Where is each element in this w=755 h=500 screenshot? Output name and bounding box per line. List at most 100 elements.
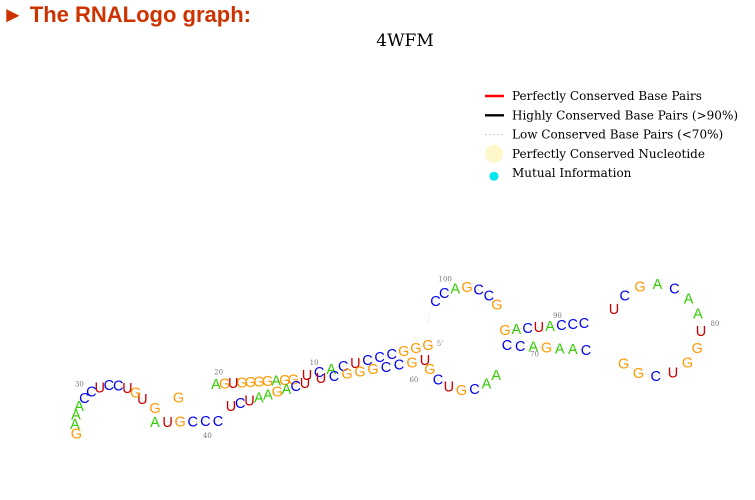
nucleotide-36: A — [150, 415, 160, 431]
backbone-link — [488, 295, 498, 305]
backbone-link — [527, 326, 539, 329]
nucleotide-34: A — [70, 417, 80, 433]
nucleotide-101: C — [439, 286, 449, 302]
nucleotide-37: U — [162, 415, 172, 431]
backbone-link — [533, 346, 547, 348]
position-number: 60 — [409, 376, 418, 384]
backbone-link — [267, 380, 277, 382]
nucleotide-76: C — [651, 369, 661, 385]
nucleotide-52: C — [329, 369, 339, 385]
backbone-link — [359, 368, 374, 372]
backbone-link — [572, 348, 587, 351]
position-number: 5' — [437, 340, 443, 348]
backbone-link — [435, 292, 445, 302]
backbone-link — [258, 380, 268, 382]
backbone-link — [215, 383, 225, 385]
backbone-link — [355, 359, 368, 364]
backbone-link — [546, 347, 560, 349]
nucleotide-102: C — [430, 294, 440, 310]
nucleotide-42: U — [226, 399, 236, 415]
nucleotide-69: A — [528, 340, 538, 356]
backbone-link — [444, 288, 456, 294]
backbone-link — [320, 375, 335, 379]
nucleotide-38: G — [175, 415, 186, 431]
nucleotide-28: C — [104, 378, 114, 394]
position-number: 10 — [310, 359, 319, 367]
backbone-link — [429, 300, 436, 312]
nucleotide-94: A — [511, 322, 521, 338]
nucleotide-59: U — [420, 353, 430, 369]
nucleotide-63: G — [456, 383, 467, 399]
nucleotide-3: G — [398, 344, 409, 360]
backbone-link — [403, 347, 416, 352]
nucleotide-19: U — [228, 376, 238, 392]
backbone-link — [343, 362, 356, 367]
nucleotide-51: U — [316, 371, 326, 387]
backbone-link — [398, 361, 413, 365]
nucleotide-20: G — [219, 377, 230, 393]
nucleotide-8: C — [338, 359, 348, 375]
legend-label: Low Conserved Base Pairs (<70%) — [512, 128, 723, 142]
nucleotide-58: G — [406, 355, 417, 371]
backbone-link — [379, 353, 392, 358]
backbone — [74, 283, 702, 434]
nucleotide-91: A — [545, 319, 555, 335]
backbone-link — [448, 386, 462, 391]
nucleotide-23: G — [149, 401, 160, 417]
nucleotide-5: C — [374, 350, 384, 366]
legend-item: Perfectly Conserved Base Pairs — [485, 89, 702, 103]
nucleotide-29: U — [95, 380, 105, 396]
position-number: 30 — [75, 381, 84, 389]
nucleotide-32: A — [74, 399, 84, 415]
position-number: 80 — [711, 320, 720, 328]
position-number: 40 — [203, 432, 212, 440]
nucleotide-21: A — [211, 377, 221, 393]
nucleotide-72: A — [568, 342, 578, 358]
nucleotide-41: C — [213, 414, 223, 430]
backbone-link — [572, 322, 585, 325]
backbone-link — [224, 382, 234, 384]
nucleotide-95: G — [499, 323, 510, 339]
nucleotide-55: G — [367, 362, 378, 378]
nucleotide-22: G — [173, 391, 184, 407]
backbone-link — [561, 323, 573, 326]
backbone-link — [217, 405, 232, 422]
nucleotide-96: G — [491, 297, 502, 313]
nucleotide-64: C — [469, 382, 479, 398]
backbone-link — [385, 364, 400, 368]
nucleotide-47: G — [272, 385, 283, 401]
nucleotide-40: C — [200, 414, 210, 430]
legend-label: Mutual Information — [512, 166, 632, 180]
nucleotide-93: C — [522, 321, 532, 337]
backbone-link — [478, 289, 490, 296]
nucleotide-88: C — [579, 316, 589, 332]
backbone-link — [142, 398, 156, 409]
nucleotide-82: A — [684, 292, 694, 308]
nucleotide-1: G — [422, 338, 433, 354]
nucleotide-85: G — [634, 280, 645, 296]
backbone-link — [415, 344, 429, 349]
nucleotide-18: G — [236, 376, 247, 392]
backbone-link — [461, 388, 475, 391]
backbone-link — [411, 359, 426, 363]
backbone-link — [367, 356, 380, 361]
nucleotide-13: G — [279, 373, 290, 389]
nucleotide-70: G — [541, 341, 552, 357]
nucleotide-87: U — [609, 302, 619, 318]
nucleotide-79: G — [692, 341, 703, 357]
nucleotide-57: C — [394, 358, 404, 374]
backbone-link — [276, 379, 285, 381]
nucleotide-89: C — [567, 317, 577, 333]
backbone-link — [426, 311, 430, 324]
backbone-link — [506, 344, 521, 347]
nucleotide-56: C — [381, 360, 391, 376]
nucleotide-84: A — [653, 277, 663, 293]
nucleotide-46: A — [263, 388, 273, 404]
legend-label: Perfectly Conserved Base Pairs — [512, 89, 702, 103]
legend-item: Mutual Information — [489, 166, 632, 181]
backbone-link — [437, 379, 450, 387]
position-number: 100 — [439, 275, 452, 283]
nucleotide-12: G — [288, 373, 299, 389]
